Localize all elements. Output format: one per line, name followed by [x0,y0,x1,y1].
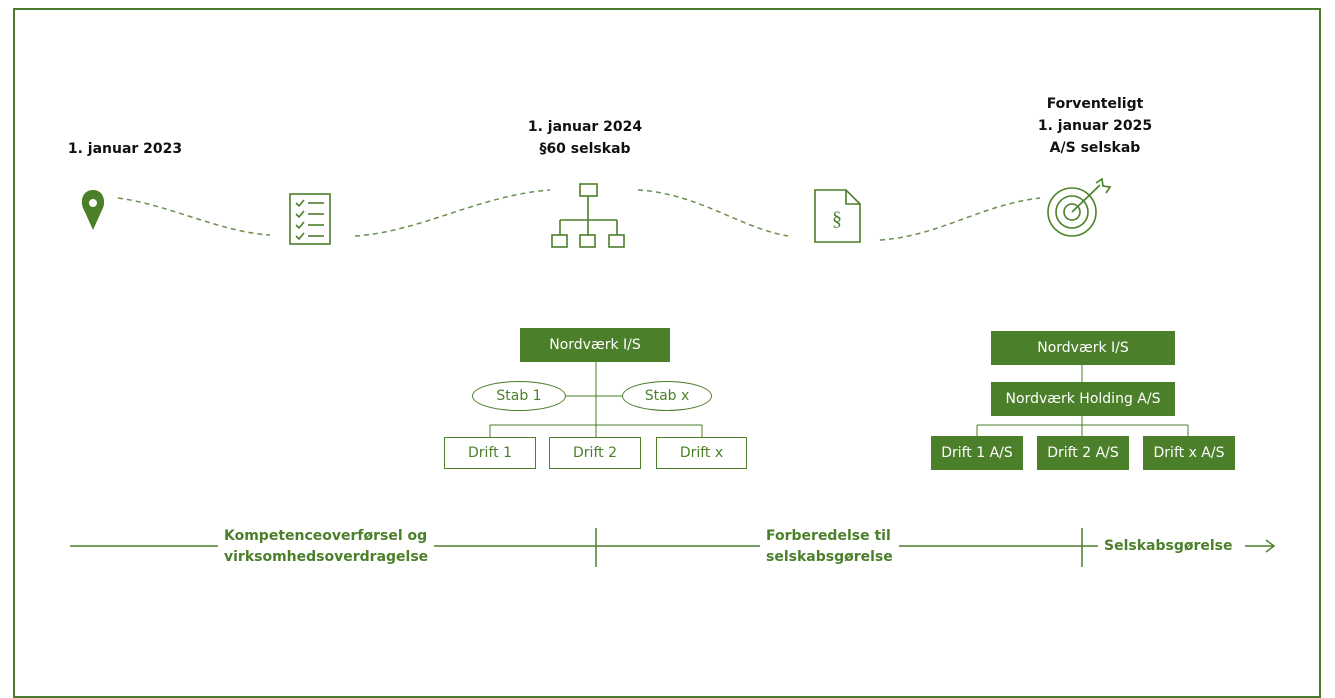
svg-text:§: § [832,208,842,230]
dashed-path [117,189,1041,241]
phase-3-label: Selskabsgørelse [1098,536,1239,557]
milestone-2023-label: 1. januar 2023 [67,141,183,157]
org-chart-icon [551,183,625,248]
paragraph-document-icon: § [814,189,861,243]
target-icon [1047,177,1112,237]
milestone-2025-label: Forventeligt 1. januar 2025 A/S selskab [1037,96,1153,156]
org-2025-connectors [976,365,1189,436]
org-2024-operation-2: Drift 2 [549,437,641,469]
phase-1-label: Kompetenceoverførsel og virksomhedsoverd… [218,526,435,568]
org-2025-holding-box: Nordværk Holding A/S [991,382,1175,416]
org-2024-operation-x: Drift x [656,437,747,469]
org-2025-top-box: Nordværk I/S [991,331,1175,365]
org-2024-connectors [489,362,703,437]
org-2024-staff-x: Stab x [622,381,712,411]
org-2024-operation-1: Drift 1 [444,437,536,469]
org-2024-top-box: Nordværk I/S [520,328,670,362]
org-2024-staff-1: Stab 1 [472,381,566,411]
phase-2-label: Forberedelse til selskabsgørelse [760,526,899,568]
location-pin-icon [81,190,105,230]
org-2025-subsidiary-x: Drift x A/S [1143,436,1235,470]
org-2025-subsidiary-1: Drift 1 A/S [931,436,1023,470]
checklist-icon [289,193,331,245]
org-2025-subsidiary-2: Drift 2 A/S [1037,436,1129,470]
arrow-right-icon [1245,539,1276,553]
milestone-2024-label: 1. januar 2024 §60 selskab [527,119,643,157]
